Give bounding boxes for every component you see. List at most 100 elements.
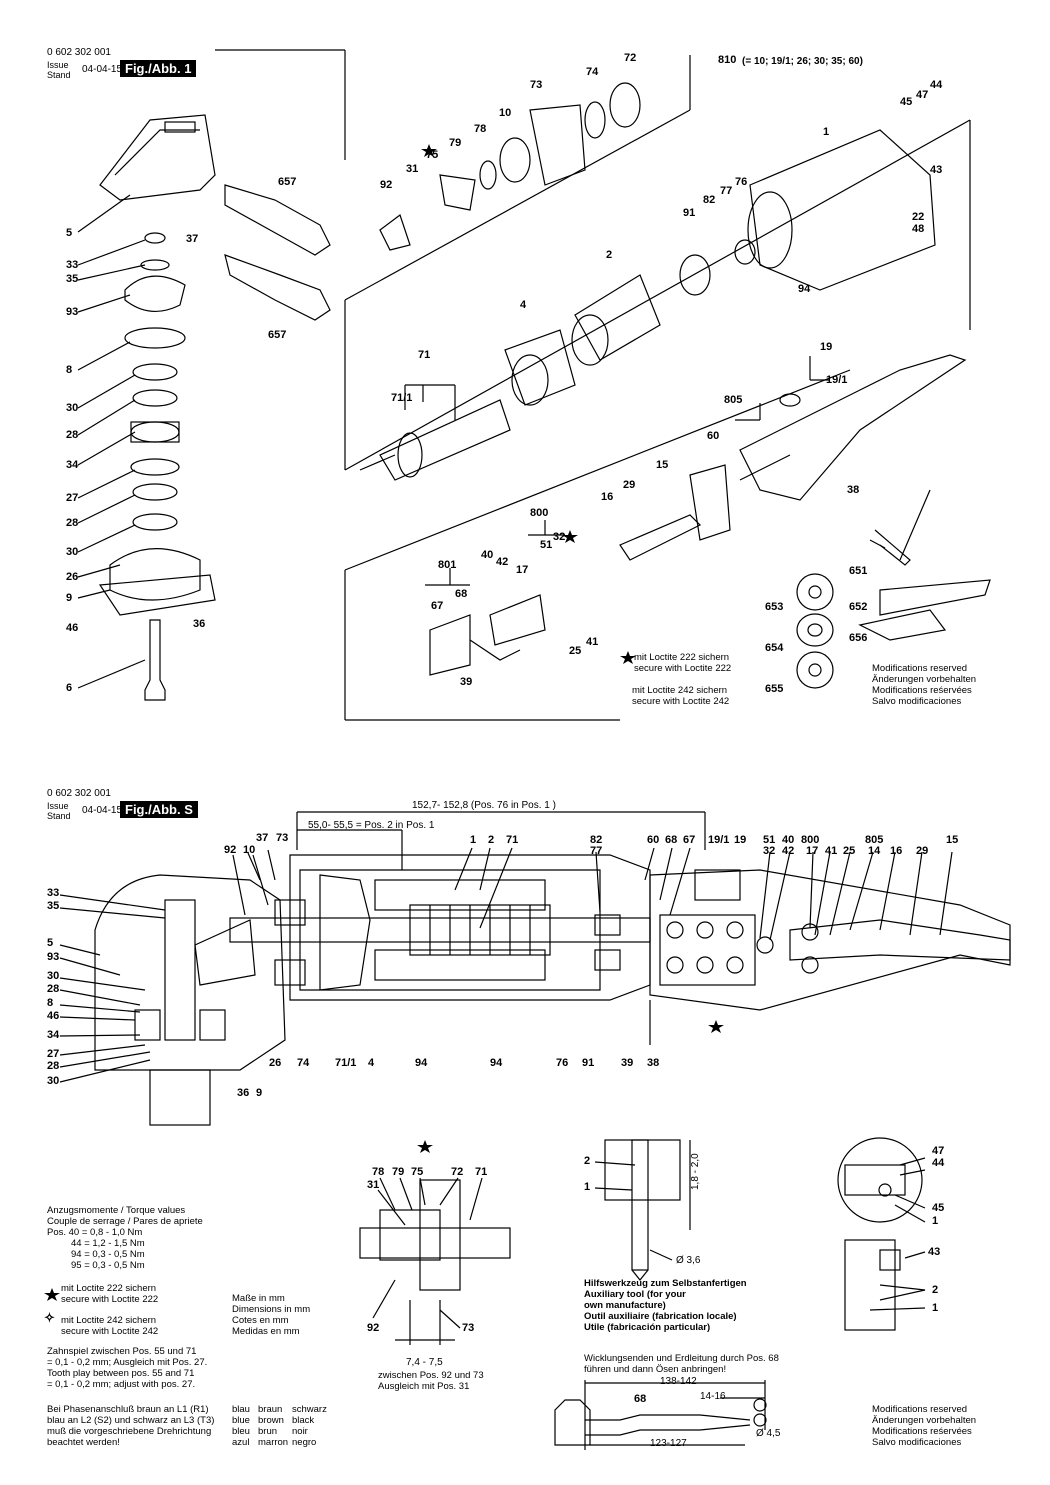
part-label: 93 [47,951,60,963]
tool-note: Outil auxiliaire (fabrication locale) [584,1311,737,1322]
color-es: negro [292,1437,317,1448]
part-label: 1 [823,126,830,138]
part-label: 801 [438,559,457,571]
part-label: 5 [47,937,54,949]
part-label: 75 [411,1166,424,1178]
part-label: 91 [582,1057,595,1069]
phase-note: Bei Phasenanschluß braun an L1 (R1) [47,1404,209,1415]
part-label: 805 [865,834,884,846]
color-en: blue [232,1415,250,1426]
part-label: 1 [470,834,477,846]
stand-label: Stand [47,811,71,821]
part-label: 653 [765,601,784,613]
color-es: azul [232,1437,250,1448]
part-label: 79 [449,137,462,149]
part-label: 92 [224,844,237,856]
tool-note: Auxiliary tool (for your [584,1289,686,1300]
part-label: 34 [66,459,79,471]
part-label: 73 [276,832,289,844]
part-label: 2 [606,249,613,261]
units-note: Maße in mm [232,1293,285,1304]
part-label: 30 [47,1075,60,1087]
loctite-242-note: secure with Loctite 242 [632,696,730,707]
part-label: 45 [932,1202,945,1214]
part-label: 10 [499,107,512,119]
part-label: 35 [47,900,60,912]
part-label: 39 [621,1057,634,1069]
tool-note: Hilfswerkzeug zum Selbstanfertigen [584,1278,747,1289]
part-label: 51 [540,539,553,551]
part-label: 15 [656,459,669,471]
part-label: 73 [462,1322,475,1334]
part-label: 73 [530,79,543,91]
color-fr: noir [292,1426,308,1437]
part-label: 72 [451,1166,464,1178]
loctite-242-note: mit Loctite 242 sichern [632,685,728,696]
issue-label: Issue [47,801,69,811]
part-label: 4 [368,1057,375,1069]
part-label: 79 [392,1166,405,1178]
part-label: 19/1 [708,834,730,846]
part-label: 94 [798,283,811,295]
color-de: braun [258,1404,283,1415]
detail1-dimension: 7,4 - 7,5 [406,1357,443,1368]
part-label: 44 [932,1157,945,1169]
part-label: 10 [243,844,256,856]
torque-title: Anzugsmomente / Torque values [47,1205,186,1216]
part-label: 37 [256,832,269,844]
part-label: 800 [801,834,820,846]
part-label: 71 [475,1166,488,1178]
figure-title: Fig./Abb. S [120,801,198,818]
stand-label: Stand [47,70,71,80]
part-label: 68 [455,588,468,600]
color-de: schwarz [292,1404,327,1415]
color-fr: brun [258,1426,278,1437]
tooth-play-note: = 0,1 - 0,2 mm; Ausgleich mit Pos. 27. [47,1357,208,1368]
dimension-partial: 55,0- 55,5 = Pos. 2 in Pos. 1 [308,820,435,831]
part-label: 77 [590,845,603,857]
part-label: 77 [720,185,733,197]
torque-row: Pos. 40 = 0,8 - 1,0 Nm [47,1227,143,1238]
part-label: 655 [765,683,784,695]
diamond-icon: ✧ [44,1310,55,1325]
part-label: 33 [47,887,60,899]
part-label: 47 [932,1145,945,1157]
modifications-note: Modifications reśervées [872,1426,972,1437]
torque-subtitle: Couple de serrage / Pares de apriete [47,1216,203,1227]
part-label: 30 [47,970,60,982]
color-de: blau [232,1404,250,1415]
part-label: 71 [506,834,519,846]
part-label: 75 [426,149,439,161]
part-label: 2 [584,1155,591,1167]
part-label: 48 [912,223,925,235]
units-note: Cotes en mm [232,1315,289,1326]
loctite-222-note: mit Loctite 222 sichern [634,652,730,663]
part-label: 652 [849,601,868,613]
part-label: 82 [703,194,716,206]
part-label: 1 [584,1181,591,1193]
dimension-total: 152,7- 152,8 (Pos. 76 in Pos. 1 ) [412,800,556,811]
part-label: 9 [66,592,73,604]
part-label: 656 [849,632,868,644]
part-label: 654 [765,642,784,654]
phase-note: blau an L2 (S2) und schwarz an L3 (T3) [47,1415,215,1426]
part-label: 17 [806,845,819,857]
part-label: 22 [912,211,925,223]
part-label: 76 [735,176,748,188]
figure-title: Fig./Abb. 1 [120,60,197,77]
part-label: 17 [516,564,529,576]
part-label: 78 [474,123,487,135]
part-label: 37 [186,233,199,245]
issue-label: Issue [47,60,69,70]
part-label: 32 [553,531,566,543]
part-label: 40 [481,549,494,561]
part-label: 657 [278,176,297,188]
part-label: 16 [601,491,614,503]
modifications-note: Salvo modificaciones [872,696,962,707]
color-en: black [292,1415,315,1426]
part-label: 15 [946,834,959,846]
part-label: 93 [66,306,79,318]
part-label: 71 [418,349,431,361]
part-label: 46 [66,622,79,634]
part-label: 42 [496,556,509,568]
